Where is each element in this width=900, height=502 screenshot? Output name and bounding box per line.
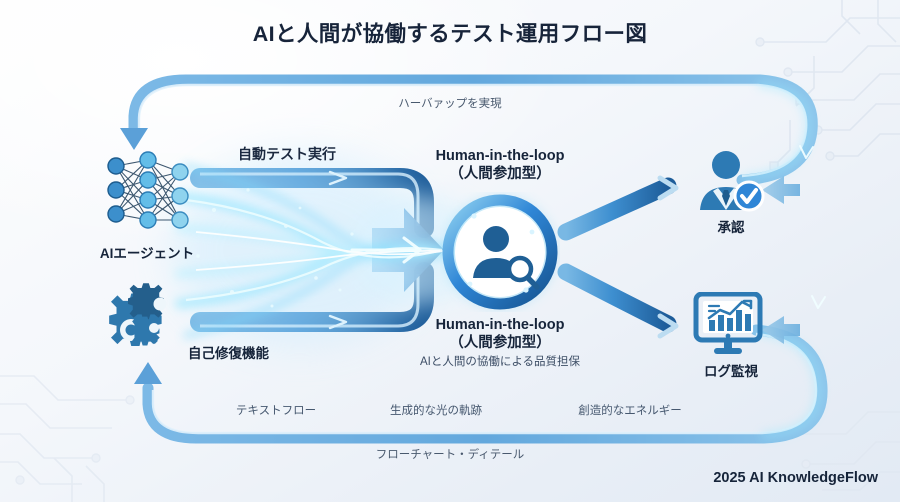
auto-test-label: 自動テスト実行 — [238, 146, 336, 162]
feedback-loop-label: ハーバァップを実現 — [398, 98, 502, 110]
hitl-subtitle: AIと人間の協働による品質担保 — [419, 356, 581, 369]
log-monitor-node[interactable] — [692, 291, 768, 363]
caption-light-trails: 生成的な光の軌跡 — [390, 405, 482, 417]
footer-brand: 2025 AI KnowledgeFlow — [713, 470, 878, 486]
flowchart-detail-label: フローチャート・ディテール — [375, 449, 525, 461]
hitl-title-top-line2: （人間参加型） — [449, 166, 551, 183]
hitl-title-bottom-line1: Human-in-the-loop — [435, 317, 565, 333]
hitl-title-bottom-line2: （人間参加型） — [449, 335, 551, 352]
log-monitor-label: ログ監視 — [704, 364, 758, 379]
monitor-chart-icon — [693, 291, 763, 354]
ai-agent-node[interactable] — [92, 146, 202, 247]
gears-icon — [109, 283, 167, 346]
caption-creative-energy: 創造的なエネルギー — [578, 405, 682, 417]
hitl-node[interactable] — [440, 192, 560, 317]
neural-network-icon — [107, 151, 189, 229]
ai-agent-label: AIエージェント — [99, 246, 195, 261]
hitl-title-top-line1: Human-in-the-loop — [435, 148, 565, 164]
self-heal-node[interactable] — [100, 282, 196, 371]
hitl-title-top: Human-in-the-loop （人間参加型） — [404, 147, 596, 183]
person-check-icon — [700, 151, 765, 212]
hitl-title-bottom: Human-in-the-loop （人間参加型） AIと人間の協働による品質担… — [398, 316, 602, 370]
person-search-icon — [442, 194, 558, 310]
approval-node[interactable] — [694, 148, 766, 219]
page-title: AIと人間が協働するテスト運用フロー図 — [252, 22, 648, 46]
self-heal-label: 自己修復機能 — [188, 346, 269, 361]
approval-label: 承認 — [717, 220, 745, 235]
caption-text-flow: テキストフロー — [235, 405, 317, 417]
